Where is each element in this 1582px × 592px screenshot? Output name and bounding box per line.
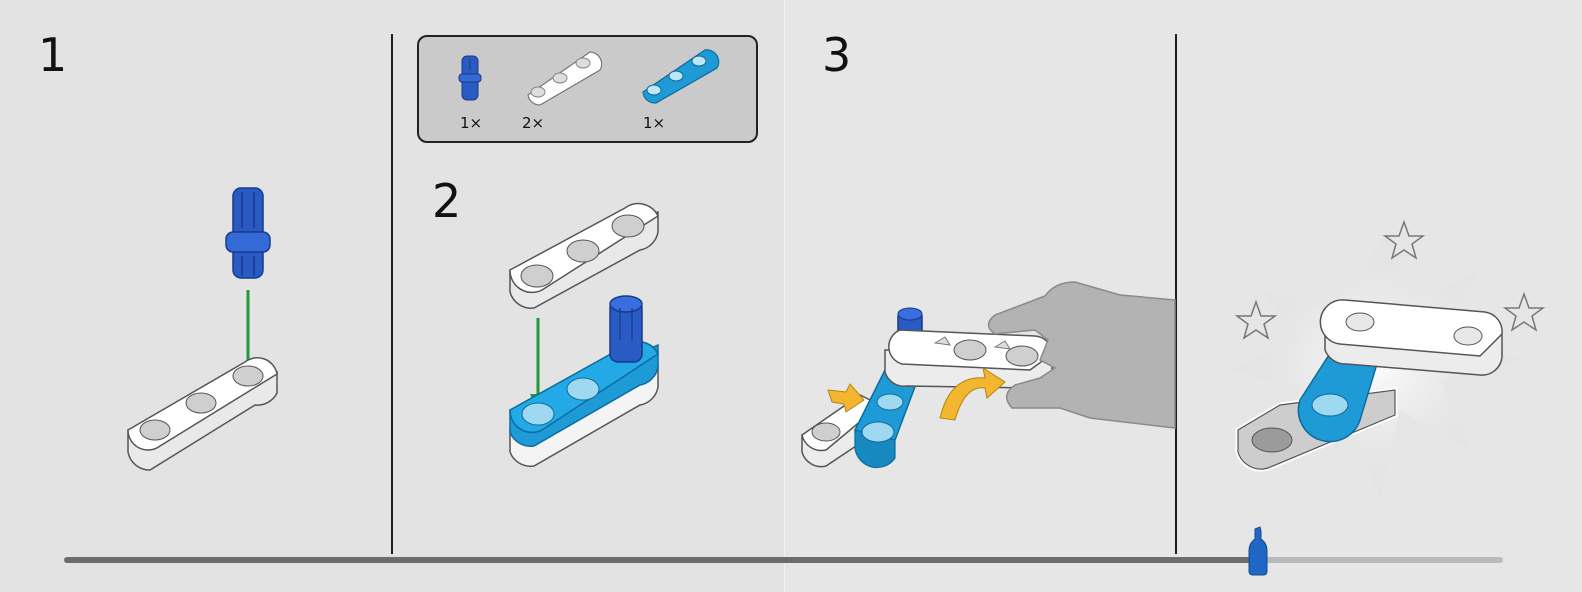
star-icon-1 <box>1382 219 1426 260</box>
parts-quantity-azure-beam: 1× <box>643 114 666 132</box>
step3-bottom-white-beam <box>801 393 882 468</box>
page-seam <box>784 0 785 592</box>
step-number-2: 2 <box>432 174 462 228</box>
parts-pin-icon <box>458 55 482 101</box>
step1-white-beam <box>127 357 278 471</box>
parts-quantity-white-beam: 2× <box>522 114 545 132</box>
progress-bar <box>64 557 1503 563</box>
parts-azure-beam-icon <box>642 49 720 104</box>
step-number-1: 1 <box>38 28 68 82</box>
step3-hand-icon <box>987 281 1176 429</box>
step2-lower-beam-stack <box>509 295 659 468</box>
progress-bottle-icon[interactable] <box>1246 525 1270 577</box>
step2-upper-white-beam <box>509 202 659 309</box>
step-divider-2 <box>1175 34 1177 554</box>
star-icon-3 <box>1502 291 1546 332</box>
step3-rotate-arrows <box>827 366 1006 421</box>
completed-model <box>1235 299 1503 472</box>
step3-top-white-beam <box>884 329 1053 389</box>
parts-quantity-pin: 1× <box>460 114 483 132</box>
step-number-3: 3 <box>822 28 852 82</box>
step-divider-1 <box>391 34 393 554</box>
parts-white-beam-icon <box>527 51 603 106</box>
progress-bar-fill <box>64 557 1259 563</box>
step1-pin <box>225 187 271 279</box>
star-icon-2 <box>1234 299 1278 340</box>
